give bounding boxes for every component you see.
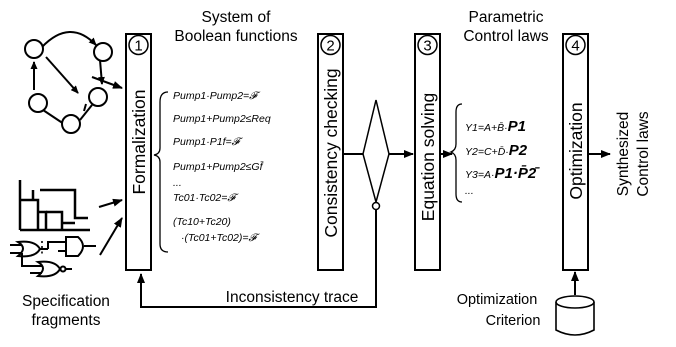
input-arrows (91, 76, 123, 256)
control-law: ... (465, 185, 474, 197)
specification-label-line1: Specification (22, 293, 110, 310)
boolean-function: Pump1+Pump2≤Req (173, 113, 271, 125)
stage-label-consistency: Consistency checking (321, 68, 341, 237)
control-laws-title-line1: Parametric (469, 9, 544, 26)
stage-number-3: 3 (423, 38, 431, 55)
database-icon (555, 295, 595, 336)
control-law: Y1=A+B̄·P1 (465, 118, 526, 135)
stage-number-4: 4 (571, 38, 579, 55)
stage-equation: 3 Equation solving (414, 33, 441, 271)
control-law: Y2=C+D̄·P2 (465, 142, 528, 159)
flow-arrows (137, 150, 611, 308)
stage-consistency: 2 Consistency checking (317, 33, 344, 271)
specification-label: Specification fragments (22, 293, 110, 329)
control-laws-list: Y1=A+B̄·P1 Y2=C+D̄·P2 Y3=A·P1·P̄2̄ ... (465, 118, 540, 197)
boolean-function: Pump1·Pump2=𝓕 (173, 90, 261, 102)
boolean-function: Pump1+Pump2≤Gf̄ (173, 160, 264, 173)
stage-optimization: 4 Optimization (562, 33, 589, 271)
boolean-functions-title-line2: Boolean functions (174, 28, 297, 45)
optimization-criterion-line2: Criterion (486, 313, 541, 329)
state-graph-icon (24, 31, 113, 134)
boolean-functions-brace (153, 91, 169, 253)
synthesized-label-line1: Synthesized (615, 112, 632, 196)
optimization-criterion-line1: Optimization (457, 292, 538, 308)
stage-label-optimization: Optimization (566, 102, 586, 199)
stage-number-2: 2 (326, 38, 334, 55)
boolean-function: ... (173, 177, 182, 189)
timing-diagram-icon (18, 180, 90, 232)
control-laws-brace (449, 103, 463, 203)
boolean-function: (Tc10+Tc20) (173, 216, 231, 228)
boolean-functions-list: Pump1·Pump2=𝓕 Pump1+Pump2≤Req Pump1·P1f=… (173, 90, 271, 244)
control-law: Y3=A·P1·P̄2̄ (465, 164, 540, 182)
inconsistency-trace-label: Inconsistency trace (226, 289, 359, 306)
boolean-function: ·(Tc01+Tc02)=𝓕 (181, 232, 261, 244)
specification-label-line2: fragments (32, 312, 101, 329)
stage-label-formalization: Formalization (129, 89, 149, 194)
logic-gates-icon (10, 236, 96, 278)
boolean-function: Pump1·P1f=𝓕 (173, 136, 244, 148)
decision-output-port (371, 201, 381, 211)
stage-label-equation: Equation solving (418, 93, 438, 221)
stage-formalization: 1 Formalization (125, 33, 152, 271)
boolean-function: Tc01·Tc02=𝓕 (173, 192, 239, 204)
decision-diamond (362, 99, 390, 205)
stage-number-1: 1 (134, 38, 142, 55)
control-laws-title-line2: Control laws (463, 28, 549, 45)
boolean-functions-title-line1: System of (202, 9, 272, 26)
synthesized-label-line2: Control laws (635, 111, 652, 197)
